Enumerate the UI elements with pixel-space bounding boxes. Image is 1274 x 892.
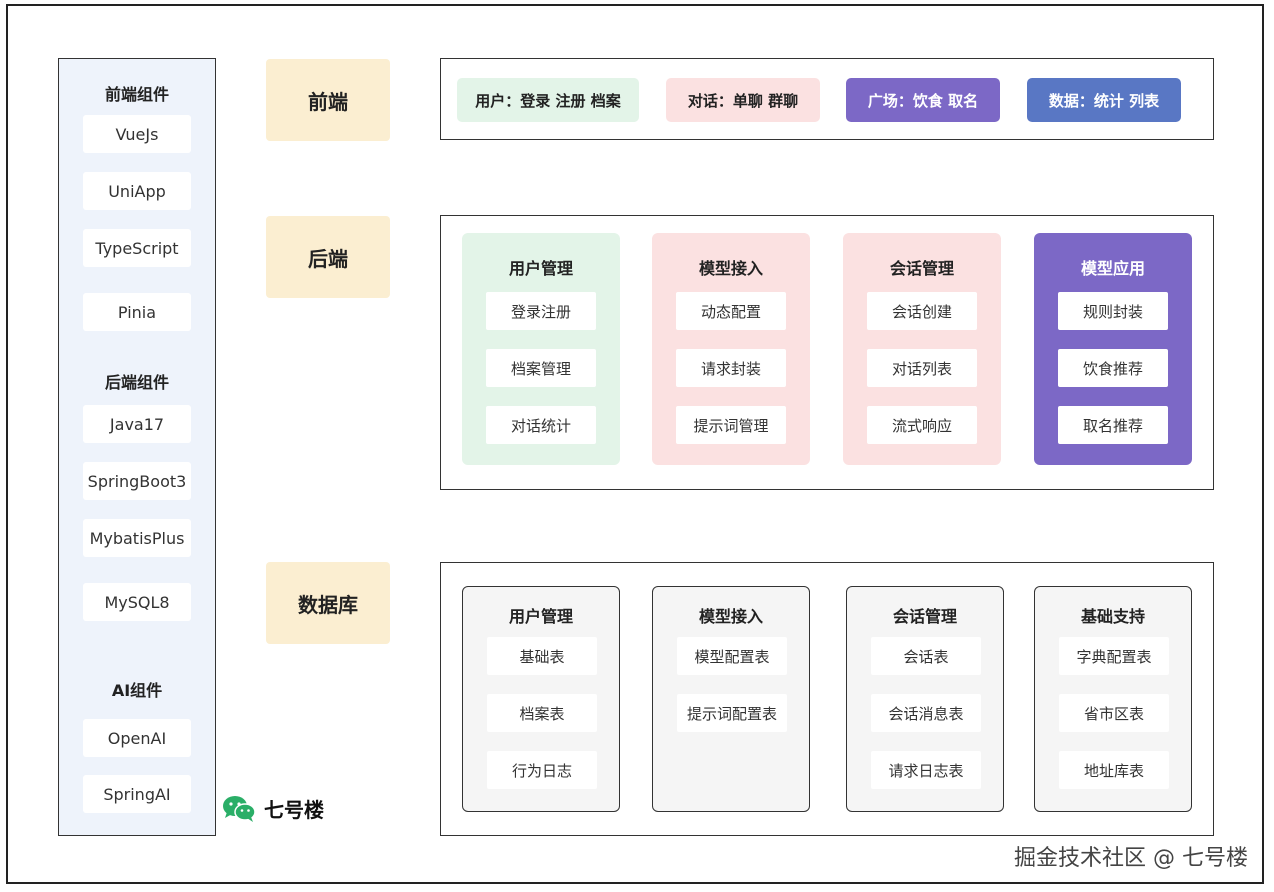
module-item: 会话表 — [871, 637, 981, 675]
module-item: 对话统计 — [486, 406, 596, 444]
frontend-pill-data: 数据：统计 列表 — [1027, 78, 1181, 122]
module-item: 提示词配置表 — [677, 694, 787, 732]
module-item: 规则封装 — [1058, 292, 1168, 330]
backend-module-session: 会话管理 会话创建 对话列表 流式响应 — [843, 233, 1001, 465]
module-item: 请求封装 — [676, 349, 786, 387]
diagram-frame — [6, 4, 1264, 884]
component-springboot3: SpringBoot3 — [83, 462, 191, 500]
module-item: 会话消息表 — [871, 694, 981, 732]
backend-module-user: 用户管理 登录注册 档案管理 对话统计 — [462, 233, 620, 465]
database-module-session: 会话管理 会话表 会话消息表 请求日志表 — [846, 586, 1004, 812]
module-item: 流式响应 — [867, 406, 977, 444]
backend-module-model-access: 模型接入 动态配置 请求封装 提示词管理 — [652, 233, 810, 465]
section-title-ai-components: AI组件 — [111, 681, 163, 700]
layer-label-frontend: 前端 — [266, 59, 390, 141]
component-vuejs: VueJs — [83, 115, 191, 153]
module-item: 提示词管理 — [676, 406, 786, 444]
module-item: 模型配置表 — [677, 637, 787, 675]
layer-label-backend: 后端 — [266, 216, 390, 298]
module-title: 模型接入 — [698, 607, 763, 626]
database-module-user: 用户管理 基础表 档案表 行为日志 — [462, 586, 620, 812]
wechat-icon — [223, 795, 256, 822]
module-title: 会话管理 — [892, 607, 957, 626]
tech-stack-sidebar: 前端组件 VueJs UniApp TypeScript Pinia 后端组件 … — [58, 58, 216, 836]
module-title: 用户管理 — [508, 607, 573, 626]
module-item: 档案管理 — [486, 349, 596, 387]
module-item: 动态配置 — [676, 292, 786, 330]
module-item: 对话列表 — [867, 349, 977, 387]
module-item: 档案表 — [487, 694, 597, 732]
module-item: 省市区表 — [1059, 694, 1169, 732]
component-java17: Java17 — [83, 405, 191, 443]
backend-module-model-app: 模型应用 规则封装 饮食推荐 取名推荐 — [1034, 233, 1192, 465]
module-item: 请求日志表 — [871, 751, 981, 789]
component-openai: OpenAI — [83, 719, 191, 757]
component-typescript: TypeScript — [83, 229, 191, 267]
module-item: 取名推荐 — [1058, 406, 1168, 444]
component-mybatisplus: MybatisPlus — [83, 519, 191, 557]
module-title: 会话管理 — [889, 259, 954, 278]
module-item: 基础表 — [487, 637, 597, 675]
module-item: 地址库表 — [1059, 751, 1169, 789]
module-item: 饮食推荐 — [1058, 349, 1168, 387]
database-module-model-access: 模型接入 模型配置表 提示词配置表 — [652, 586, 810, 812]
component-springai: SpringAI — [83, 775, 191, 813]
module-title: 模型应用 — [1080, 259, 1145, 278]
module-item: 字典配置表 — [1059, 637, 1169, 675]
brand-wechat: 七号楼 — [222, 794, 324, 823]
component-mysql8: MySQL8 — [83, 583, 191, 621]
frontend-pill-chat: 对话：单聊 群聊 — [666, 78, 820, 122]
module-title: 模型接入 — [698, 259, 763, 278]
database-module-base-support: 基础支持 字典配置表 省市区表 地址库表 — [1034, 586, 1192, 812]
layer-label-database: 数据库 — [266, 562, 390, 644]
component-uniapp: UniApp — [83, 172, 191, 210]
component-pinia: Pinia — [83, 293, 191, 331]
frontend-pill-user: 用户：登录 注册 档案 — [457, 78, 639, 122]
section-title-backend-components: 后端组件 — [104, 373, 169, 392]
module-title: 基础支持 — [1080, 607, 1145, 626]
section-title-frontend-components: 前端组件 — [104, 85, 169, 104]
module-item: 会话创建 — [867, 292, 977, 330]
module-item: 行为日志 — [487, 751, 597, 789]
brand-name: 七号楼 — [264, 798, 324, 822]
module-title: 用户管理 — [508, 259, 573, 278]
watermark: 掘金技术社区 @ 七号楼 — [1014, 846, 1248, 871]
module-item: 登录注册 — [486, 292, 596, 330]
frontend-pill-plaza: 广场：饮食 取名 — [846, 78, 1000, 122]
